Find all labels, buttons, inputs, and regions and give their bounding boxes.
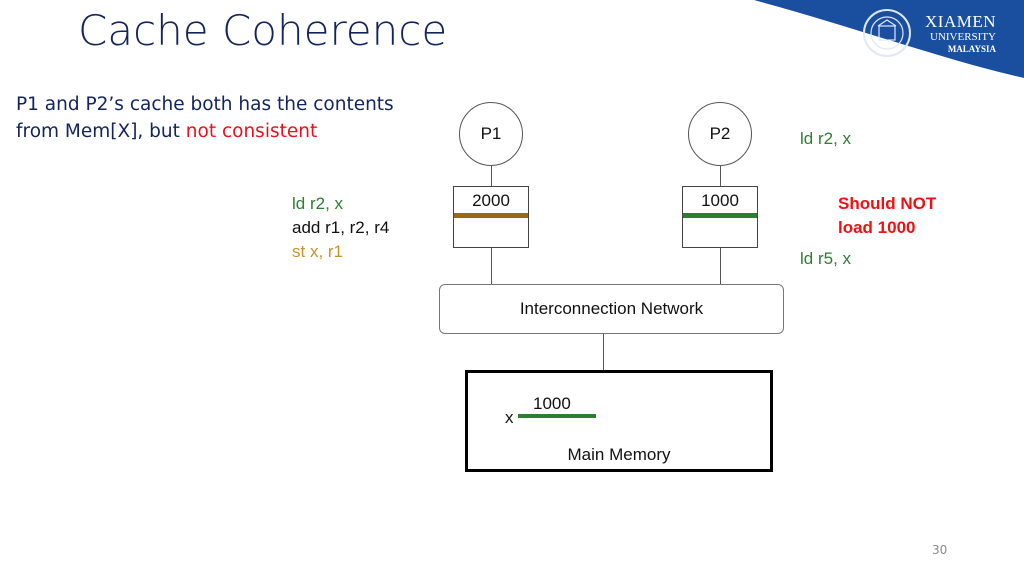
network-memory-link <box>603 334 604 370</box>
logo-line-1: XIAMEN <box>925 12 996 31</box>
memory-value: 1000 <box>533 394 571 413</box>
p2-cache-value: 1000 <box>701 191 739 210</box>
p2-cache-line-bar <box>683 213 757 218</box>
memory-label: Main Memory <box>567 445 671 464</box>
memory-line-bar <box>518 414 596 418</box>
subtitle-prefix: from Mem[X], but <box>16 121 186 142</box>
interconnection-network: Interconnection Network <box>439 284 784 334</box>
processor-p2: P2 <box>688 102 752 166</box>
warning-text: Should NOT load 1000 <box>838 192 936 240</box>
p2-cache-link <box>720 166 721 186</box>
p1-code: ld r2, x add r1, r2, r4 st x, r1 <box>292 192 389 264</box>
p1-code-line: st x, r1 <box>292 242 344 261</box>
p1-cache-link <box>491 166 492 186</box>
memory-var-label: x <box>505 408 514 427</box>
p1-network-link <box>491 248 492 284</box>
logo-banner <box>754 0 1024 78</box>
subtitle-line-1: P1 and P2’s cache both has the contents <box>16 94 394 115</box>
p2-code-bottom: ld r5, x <box>800 249 852 268</box>
logo-line-2: UNIVERSITY <box>930 31 996 43</box>
warning-line-1: Should NOT <box>838 194 937 213</box>
p2-code-top: ld r2, x <box>800 129 852 148</box>
warning-line-2: load 1000 <box>838 218 916 237</box>
slide-subtitle: P1 and P2’s cache both has the contents … <box>16 91 394 145</box>
processor-p1: P1 <box>459 102 523 166</box>
slide-title: Cache Coherence <box>78 6 448 55</box>
p2-cache: 1000 <box>682 186 758 248</box>
university-seal-icon <box>863 9 911 57</box>
logo-line-3: MALAYSIA <box>947 44 996 54</box>
p1-code-line: ld r2, x <box>292 194 344 213</box>
subtitle-highlight: not consistent <box>185 121 318 142</box>
p1-code-line: add r1, r2, r4 <box>292 218 390 237</box>
page-number: 30 <box>932 543 948 557</box>
logo-wordmark: XIAMEN UNIVERSITY MALAYSIA <box>920 13 996 55</box>
p2-network-link <box>720 248 721 284</box>
subtitle-line-2: from Mem[X], but not consistent <box>16 118 394 145</box>
p1-cache: 2000 <box>453 186 529 248</box>
p1-cache-line-bar <box>454 213 528 218</box>
p1-cache-value: 2000 <box>472 191 510 210</box>
main-memory: x 1000 Main Memory <box>465 370 773 472</box>
